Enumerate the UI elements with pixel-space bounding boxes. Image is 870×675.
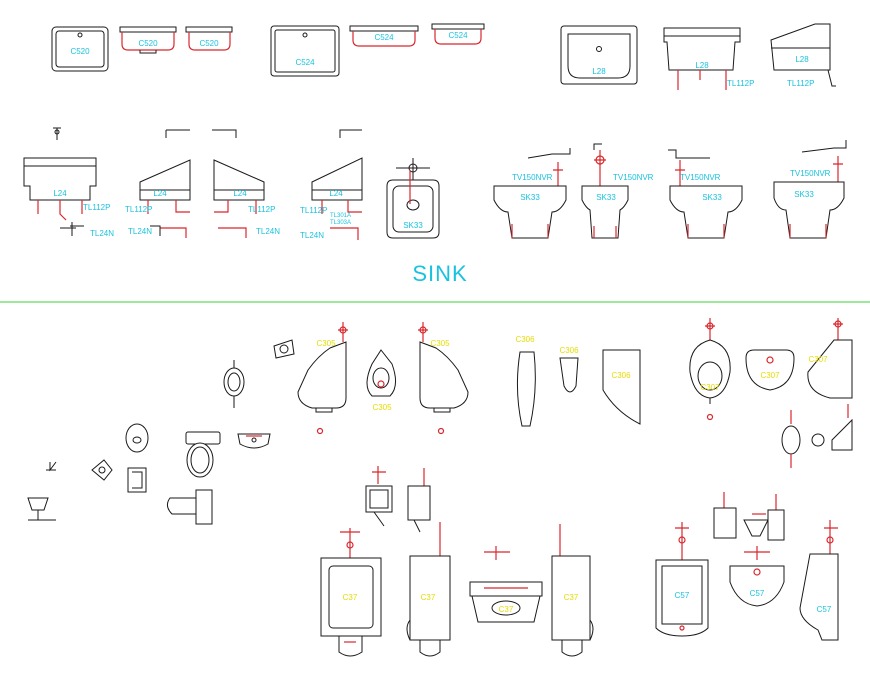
- sink-l24-side-right: L24 TL112P TL24N: [212, 129, 280, 238]
- sink-sk33-front-3: SK33 TV150NVR: [668, 149, 743, 239]
- label-c520-2: C520: [138, 39, 158, 48]
- basin-c520-front-view: C520: [119, 26, 177, 54]
- urinal-c305-side-right: C305: [418, 322, 469, 435]
- label-c524-2: C524: [374, 33, 394, 42]
- label-sk33-1: SK33: [403, 221, 423, 230]
- sink-l24-front: L24 TL112P TL24N: [23, 127, 114, 238]
- label-c306-2: C306: [559, 346, 579, 355]
- label-c520-3: C520: [199, 39, 219, 48]
- urinal-c306-side: C306: [515, 335, 536, 427]
- label-tl24n-3: TL24N: [256, 227, 280, 236]
- label-tl303a: TL303A: [330, 220, 351, 226]
- label-l28-2: L28: [695, 61, 709, 70]
- label-tv150-1: TV150NVR: [512, 173, 553, 182]
- label-c37-3: C37: [499, 605, 514, 614]
- label-l28-3: L28: [795, 55, 809, 64]
- sink-sk33-front-2: SK33 TV150NVR: [581, 143, 654, 239]
- symbol-tap-small: [46, 461, 57, 472]
- label-tv150-2: TV150NVR: [613, 173, 654, 182]
- label-c524-3: C524: [448, 31, 468, 40]
- label-tl24n-1: TL24N: [90, 229, 114, 238]
- urinal-c307-small-pair: [781, 404, 853, 468]
- label-c306-1: C306: [515, 335, 535, 344]
- label-c37-2: C37: [421, 593, 436, 602]
- label-tl112p-l28a: TL112P: [727, 79, 754, 88]
- label-c307-1: C307: [700, 383, 720, 392]
- urinal-c37-side-1: C37: [406, 522, 451, 657]
- urinal-c37-side-2: C37: [551, 524, 594, 657]
- label-tl112p-4: TL112P: [300, 206, 327, 215]
- label-c305-3: C305: [430, 339, 450, 348]
- symbol-wall-urinal-small: [223, 360, 245, 408]
- urinal-c307-top: C307: [745, 349, 795, 391]
- label-c57-2: C57: [750, 589, 765, 598]
- symbol-wall-basin-side: [27, 497, 56, 521]
- symbol-basin-plan: [237, 433, 271, 449]
- label-c37-1: C37: [343, 593, 358, 602]
- basin-l28-top-view: L28: [560, 25, 638, 85]
- urinal-c57-side: C57: [799, 520, 839, 641]
- basin-c524-side-view: C524: [431, 23, 485, 45]
- label-l28-1: L28: [592, 67, 606, 76]
- urinal-c57-small-set: [713, 492, 785, 541]
- basin-c520-side-view: C520: [185, 26, 233, 51]
- label-tl24n-2: TL24N: [128, 227, 152, 236]
- label-c305-1: C305: [316, 339, 336, 348]
- urinal-c37-top-small: [365, 466, 431, 533]
- urinal-c57-front: C57: [655, 522, 709, 637]
- label-c305-2: C305: [372, 403, 392, 412]
- label-tv150-4: TV150NVR: [790, 169, 831, 178]
- label-sk33-2: SK33: [520, 193, 540, 202]
- label-c306-3: C306: [611, 371, 631, 380]
- urinal-c306-profile: C306: [602, 349, 641, 425]
- sink-l24-side-left: L24 TL112P TL24N: [125, 129, 191, 238]
- basin-l28-front-view: L28 TL112P: [663, 27, 754, 90]
- basin-c520-top-view: C520: [51, 26, 109, 72]
- label-l24-4: L24: [329, 189, 343, 198]
- symbol-toilet-top: [185, 431, 221, 478]
- urinal-c305-side-left: C305: [297, 322, 348, 435]
- label-tl112p-3: TL112P: [248, 205, 275, 214]
- section-title: SINK: [412, 261, 467, 286]
- symbol-urinal-top-small: [125, 423, 149, 453]
- label-sk33-5: SK33: [794, 190, 814, 199]
- symbol-urinal-side-small: [127, 467, 147, 493]
- label-l24-2: L24: [153, 189, 167, 198]
- label-tl112p-1: TL112P: [83, 203, 110, 212]
- label-c37-4: C37: [564, 593, 579, 602]
- sink-sk33-front-4: SK33 TV150NVR: [773, 140, 847, 239]
- label-c307-2: C307: [760, 371, 780, 380]
- label-c307-3: C307: [808, 355, 828, 364]
- urinal-c306-front: C306: [559, 346, 579, 393]
- label-c57-3: C57: [817, 605, 832, 614]
- urinal-c57-plan: C57: [729, 546, 785, 607]
- label-tv150-3: TV150NVR: [680, 173, 721, 182]
- label-sk33-4: SK33: [702, 193, 722, 202]
- basin-c524-top-view: C524: [270, 25, 340, 77]
- label-tl24n-4: TL24N: [300, 231, 324, 240]
- urinal-c37-front: C37: [320, 528, 382, 657]
- urinal-c37-plan: C37: [469, 546, 543, 623]
- urinal-c307-side: C307: [807, 318, 853, 399]
- label-tl112p-2: TL112P: [125, 205, 152, 214]
- urinal-c307-front: C307: [689, 318, 731, 421]
- basin-c524-front-view: C524: [349, 25, 419, 47]
- label-tl301a: TL301A: [330, 213, 351, 219]
- urinal-c305-front: C305: [366, 349, 396, 412]
- sink-sk33-front-1: SK33 TV150NVR: [493, 148, 571, 239]
- sink-l24-side-detail: L24 TL112P TL301A TL303A TL24N: [300, 129, 363, 240]
- basin-l28-side-view: L28 TL112P: [770, 23, 836, 88]
- label-l24-1: L24: [53, 189, 67, 198]
- label-c57-1: C57: [675, 591, 690, 600]
- symbol-toilet-side: [166, 489, 213, 525]
- sink-sk33-top-view: SK33: [386, 158, 440, 239]
- label-l24-3: L24: [233, 189, 247, 198]
- label-tl112p-l28b: TL112P: [787, 79, 814, 88]
- label-c520-1: C520: [70, 47, 90, 56]
- label-sk33-3: SK33: [596, 193, 616, 202]
- symbol-floor-drain-small: [91, 459, 113, 481]
- symbol-small-basin-left: [273, 339, 295, 359]
- label-c524-1: C524: [295, 58, 315, 67]
